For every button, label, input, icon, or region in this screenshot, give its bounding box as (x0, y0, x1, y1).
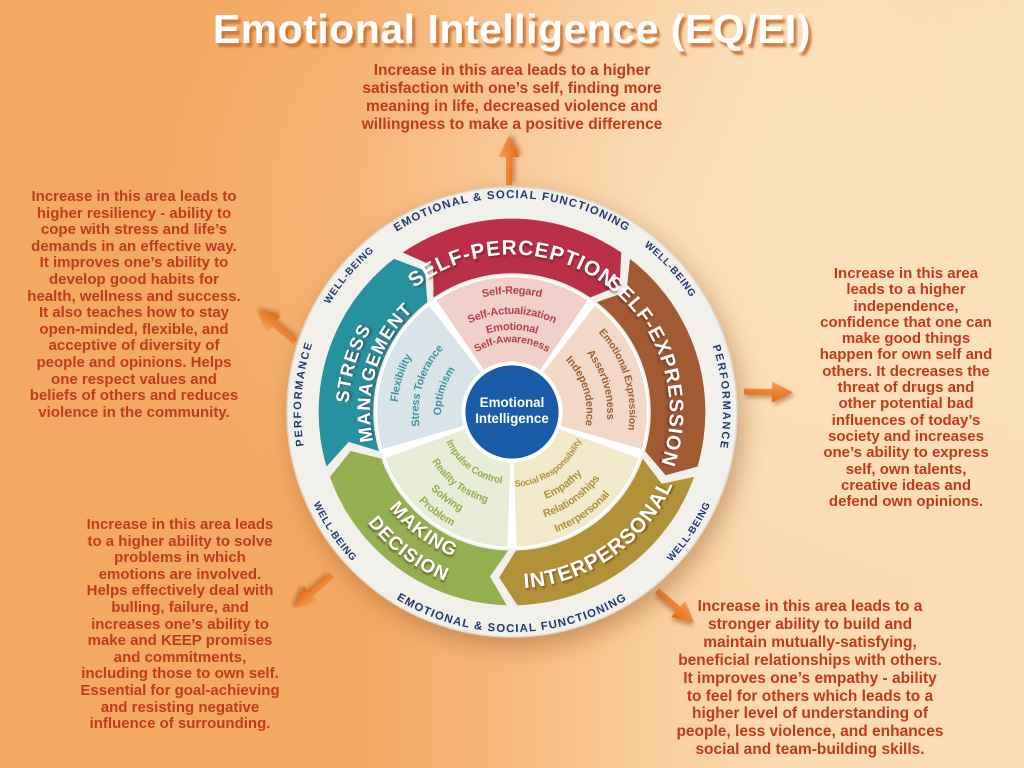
annotation-right: Increase in this area leads to a higher … (819, 265, 993, 511)
subskill-label-self-regard: Self-Regard (481, 285, 543, 301)
annotation-left: Increase in this area leads to higher re… (27, 188, 241, 421)
segment-band-stress-management (318, 258, 428, 467)
segment-band-self-perception (402, 218, 622, 298)
arrow-up-icon (498, 136, 520, 185)
segment-band-interpersonal (499, 458, 695, 606)
center-label: Intelligence (475, 411, 549, 426)
eq-wheel-diagram: EMOTIONAL & SOCIAL FUNCTIONINGEMOTIONAL … (286, 186, 738, 638)
arrow-lower-left-icon (294, 573, 334, 608)
segment-band-decision-making (329, 451, 509, 606)
subskill-label-emotional: Emotional (485, 321, 540, 337)
arrow-upper-left-icon (257, 310, 298, 345)
center-circle (465, 365, 559, 459)
page-title: Emotional Intelligence (EQ/EI) (212, 6, 812, 52)
segment-band-self-expression (596, 258, 706, 476)
segment-inner-stress-management (377, 305, 482, 450)
annotation-bottom-right: Increase in this area leads to a stronge… (676, 598, 944, 759)
center-label: Emotional (480, 395, 545, 410)
arrow-lower-right-icon (655, 588, 695, 623)
segment-inner-decision-making (385, 428, 511, 547)
annotation-bottom-left: Increase in this area leads to a higher … (80, 516, 280, 733)
segment-inner-interpersonal (513, 428, 639, 547)
segment-inner-self-perception (436, 277, 588, 371)
segment-inner-self-expression (542, 305, 647, 450)
annotation-top: Increase in this area leads to a higher … (361, 62, 663, 133)
arrow-right-icon (743, 381, 793, 403)
